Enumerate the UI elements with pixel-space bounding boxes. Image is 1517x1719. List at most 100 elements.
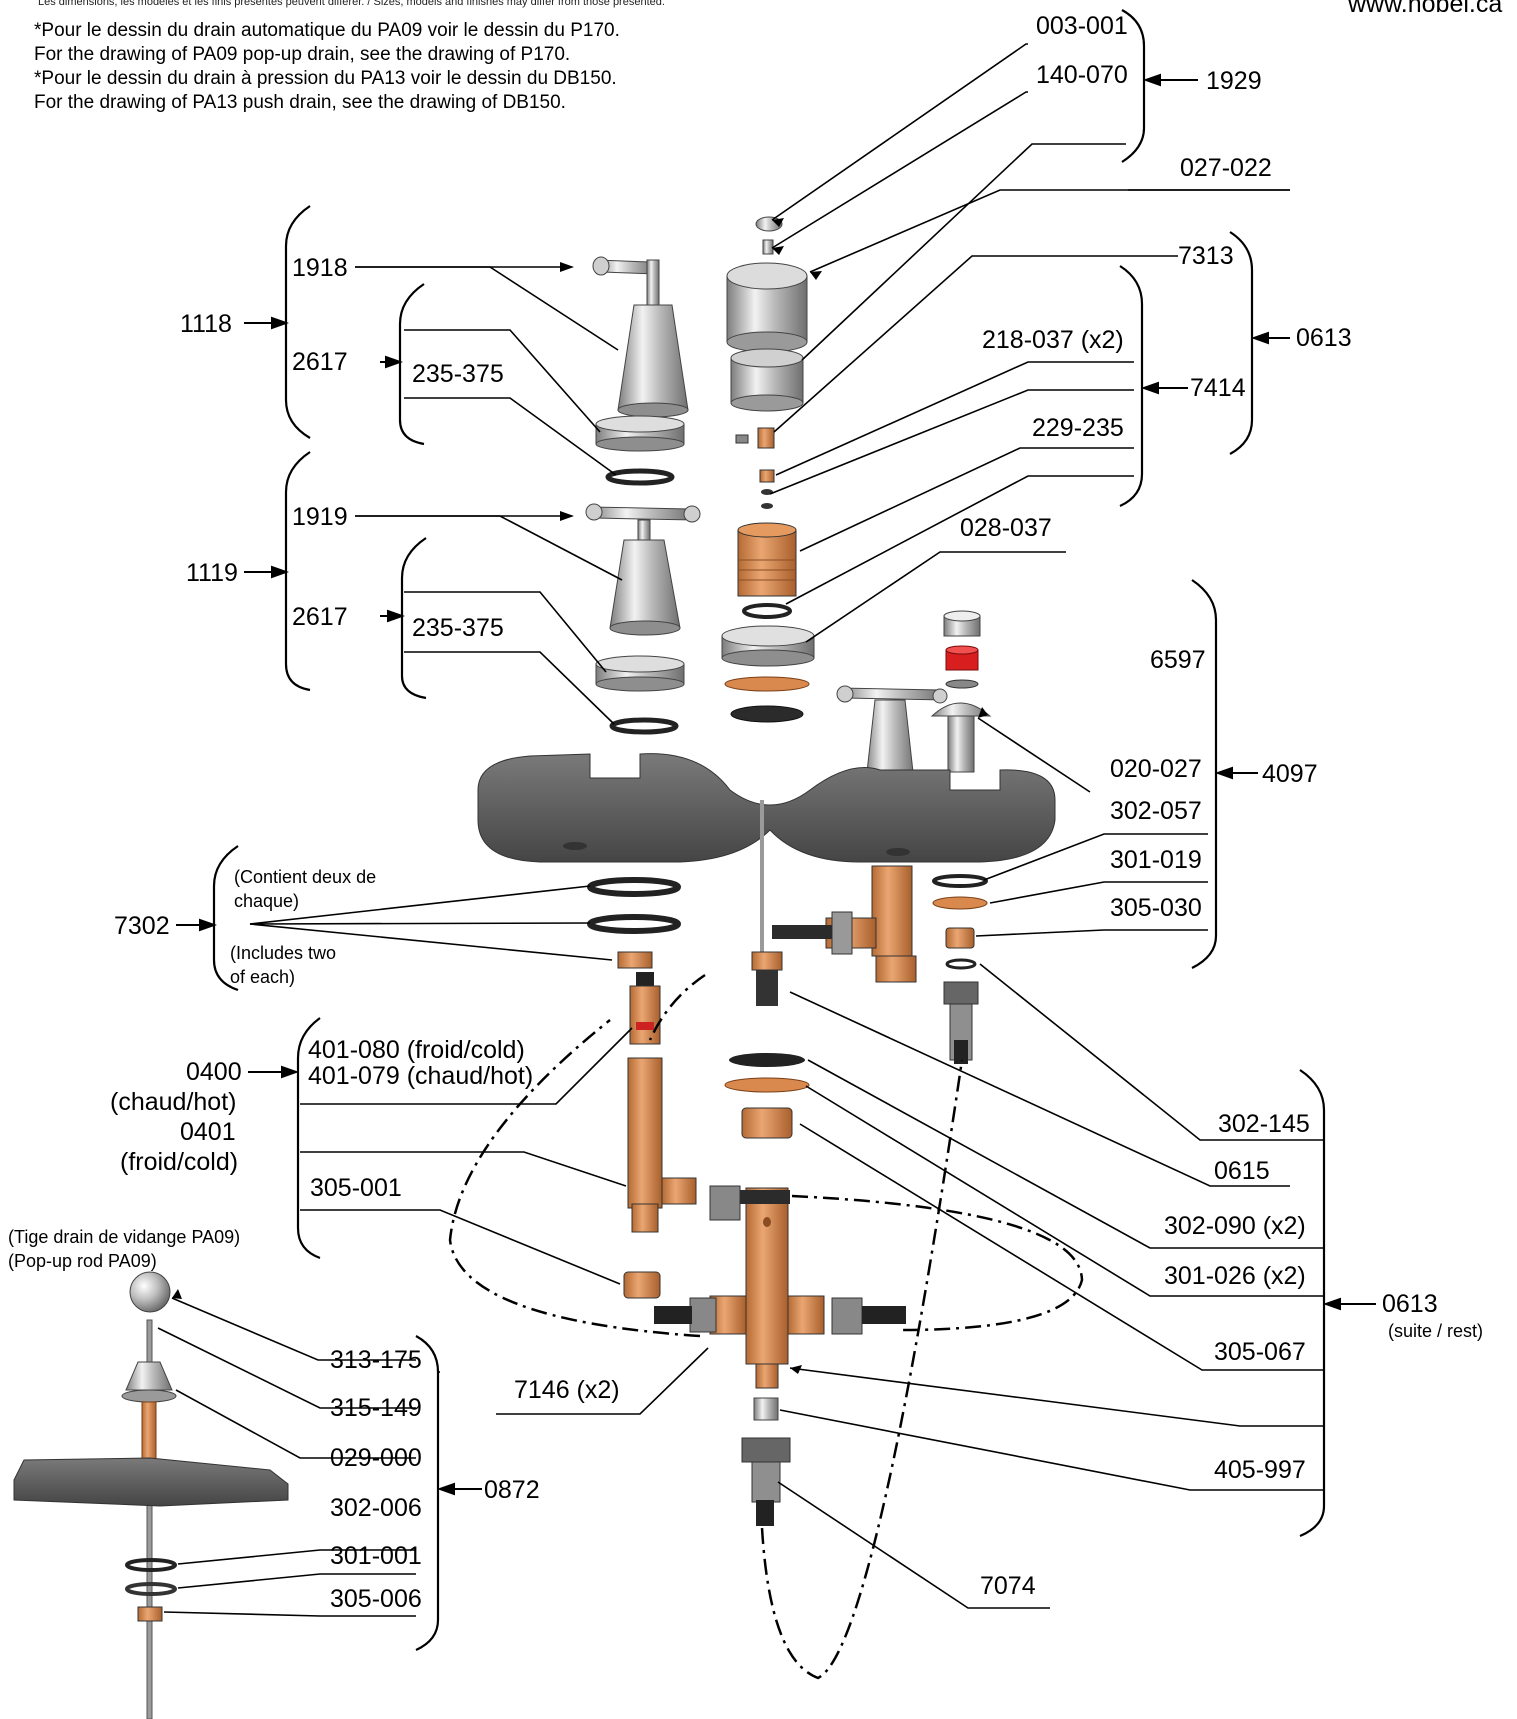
bracket-0872 <box>415 1335 440 1652</box>
part-label-1918: 1918 <box>292 254 348 282</box>
part-label-4097: 4097 <box>1262 760 1318 788</box>
part-oring-218-037b <box>761 503 773 509</box>
part-label-302-090: 302-090 (x2) <box>1164 1212 1306 1240</box>
part-cartridge-401 <box>629 972 661 1045</box>
part-gasket-302-006 <box>125 1558 177 1572</box>
part-nut-305-001 <box>623 1271 661 1299</box>
bracket-7302 <box>212 845 239 992</box>
caption-cold: (froid/cold) <box>120 1148 239 1176</box>
part-label-6597: 6597 <box>1150 646 1206 674</box>
part-handle-1918 <box>592 256 689 418</box>
bracket-group <box>212 9 1326 1652</box>
website-link[interactable]: www.nobel.ca <box>1348 0 1503 18</box>
part-label-401-080: 401-080 (froid/cold) <box>308 1036 525 1064</box>
part-label-029-000: 029-000 <box>330 1444 422 1472</box>
part-escutcheon-spout <box>721 625 815 667</box>
bracket-7414 <box>1119 265 1144 508</box>
part-hose-7146-left <box>654 1297 717 1333</box>
part-label-313-175: 313-175 <box>330 1346 422 1374</box>
part-oring-235-375-a <box>605 468 675 486</box>
part-washer-301-019 <box>932 896 988 910</box>
bracket-2617-a <box>398 283 425 446</box>
part-label-301-026: 301-026 (x2) <box>1164 1262 1306 1290</box>
part-valve-body-0400 <box>627 1057 697 1233</box>
caption-popup-en: (Pop-up rod PA09) <box>8 1251 157 1271</box>
part-label-7414: 7414 <box>1190 374 1246 402</box>
part-label-2617-a: 2617 <box>292 348 348 376</box>
bracket-0613-top <box>1229 231 1254 455</box>
bracket-arrows <box>176 73 1376 1496</box>
part-sleeve-lower <box>730 348 804 412</box>
part-aerator-6597 <box>943 610 981 689</box>
note-line-2: For the drawing of PA09 pop-up drain, se… <box>34 44 571 65</box>
part-sleeve-027-022 <box>726 262 808 353</box>
part-oring-235-375-b <box>609 717 679 735</box>
part-handle-1919 <box>585 503 701 636</box>
part-body-229-235 <box>737 522 797 597</box>
caption-popup-fr: (Tige drain de vidange PA09) <box>8 1227 241 1247</box>
part-label-305-067: 305-067 <box>1214 1338 1306 1366</box>
part-label-027-022: 027-022 <box>1180 154 1272 182</box>
part-label-7146: 7146 (x2) <box>514 1376 620 1404</box>
part-washer-brass-spout <box>724 676 810 692</box>
part-mixing-tee <box>709 1185 825 1389</box>
part-label-7302: 7302 <box>114 912 170 940</box>
part-label-1119: 1119 <box>186 559 238 587</box>
bracket-1118 <box>284 205 311 439</box>
part-elbow-right <box>772 865 917 983</box>
hose-loop-right <box>791 1194 1084 1332</box>
part-oring-028-037 <box>742 603 792 619</box>
part-label-401-079: 401-079 (chaud/hot) <box>308 1062 534 1090</box>
part-gasket-7302-b <box>587 914 681 934</box>
bracket-4097 <box>1191 579 1218 969</box>
part-label-305-006: 305-006 <box>330 1585 422 1613</box>
part-label-235-375-b: 235-375 <box>412 614 504 642</box>
part-label-302-006: 302-006 <box>330 1494 422 1522</box>
leader-lines <box>157 43 1323 1617</box>
bracket-0613-rest <box>1299 1069 1326 1538</box>
part-cartridge-0615 <box>751 951 783 1006</box>
part-label-301-019: 301-019 <box>1110 846 1202 874</box>
part-escutcheon-2617-b <box>595 655 685 692</box>
hose-loop-left <box>448 1019 701 1338</box>
hose-loop-center <box>648 973 706 1041</box>
part-label-028-037: 028-037 <box>960 514 1052 542</box>
note-line-3: *Pour le dessin du drain à pression du P… <box>34 68 617 89</box>
part-nut-305-006 <box>137 1606 163 1622</box>
part-hose-upper-right <box>943 981 979 1064</box>
part-label-2617-b: 2617 <box>292 603 348 631</box>
part-label-218-037: 218-037 (x2) <box>982 326 1124 354</box>
part-label-301-001: 301-001 <box>330 1542 422 1570</box>
part-escutcheon-2617-a <box>595 415 685 452</box>
parts-group <box>13 216 1084 1719</box>
part-label-405-997: 405-997 <box>1214 1456 1306 1484</box>
part-label-0400: 0400 <box>186 1058 242 1086</box>
part-oring-302-057 <box>932 874 988 888</box>
part-oring-302-145 <box>945 958 977 970</box>
caption-contains-fr-2: chaque) <box>234 891 300 911</box>
part-label-305-001: 305-001 <box>310 1174 402 1202</box>
hose-loop-bottom <box>760 1059 964 1680</box>
part-label-0613-rest: 0613 <box>1382 1290 1438 1318</box>
part-label-0872: 0872 <box>484 1476 540 1504</box>
leader-arrowheads <box>172 218 988 1374</box>
part-label-020-027: 020-027 <box>1110 755 1202 783</box>
part-label-003-001: 003-001 <box>1036 12 1128 40</box>
part-hose-7146-right <box>831 1297 906 1335</box>
disclaimer-text: Les dimensions, les modèles et les finis… <box>38 0 665 8</box>
part-label-302-057: 302-057 <box>1110 797 1202 825</box>
part-gasket-302-090 <box>729 1053 805 1067</box>
part-washer-301-026 <box>724 1077 810 1093</box>
part-handle-spout-side <box>836 685 948 791</box>
part-label-140-070: 140-070 <box>1036 61 1128 89</box>
part-label-0613-top: 0613 <box>1296 324 1352 352</box>
bracket-2617-b <box>400 537 427 700</box>
part-label-7074: 7074 <box>980 1572 1036 1600</box>
part-gasket-7302-a <box>587 877 681 897</box>
part-nut-305-067 <box>741 1107 793 1139</box>
part-label-229-235: 229-235 <box>1032 414 1124 442</box>
part-label-1919: 1919 <box>292 503 348 531</box>
caption-suite-rest: (suite / rest) <box>1388 1321 1484 1341</box>
part-label-235-375-a: 235-375 <box>412 360 504 388</box>
part-label-7313: 7313 <box>1178 242 1234 270</box>
